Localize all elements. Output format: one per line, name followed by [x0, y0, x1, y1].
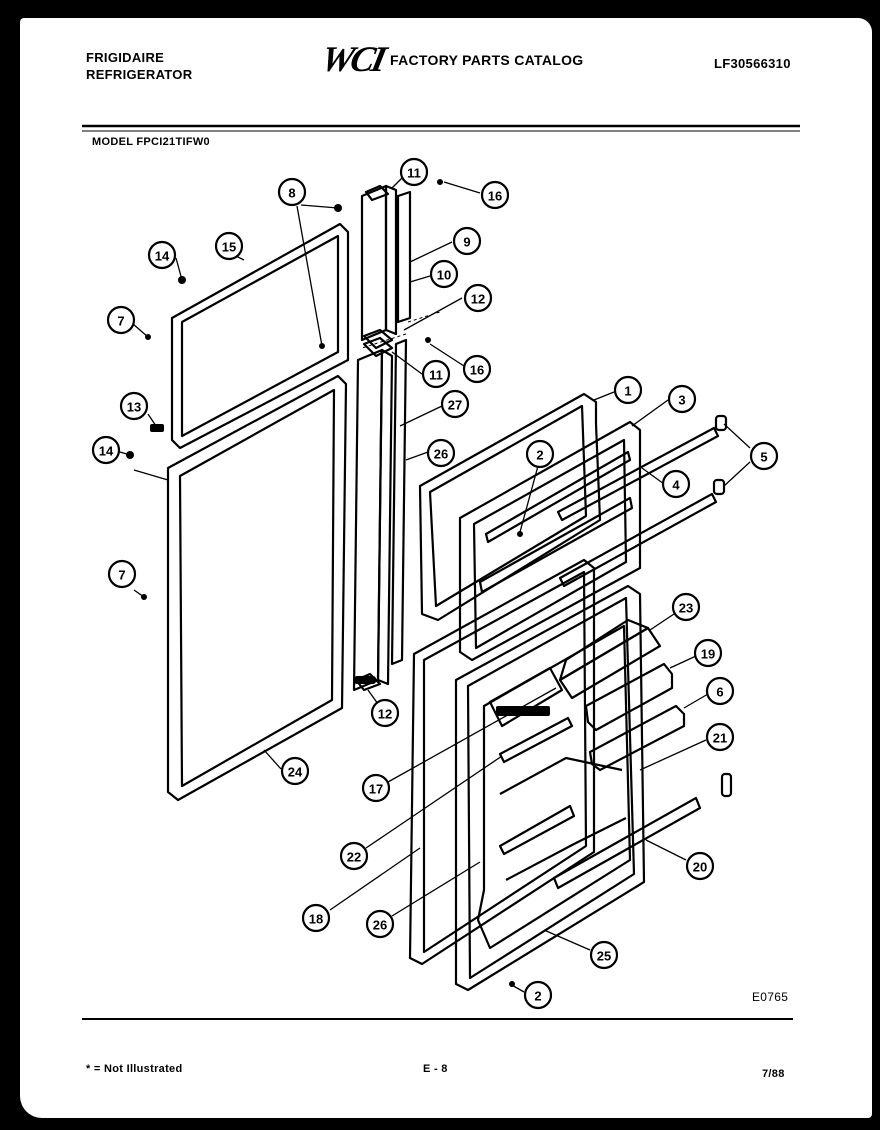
dashed-leaders — [361, 311, 441, 349]
butter-compartment — [488, 666, 564, 728]
fresh-food-door-frame — [408, 558, 596, 966]
liner-shelf-ridge — [499, 756, 627, 881]
callout-circle — [147, 240, 177, 270]
part-number-label: 21 — [713, 731, 727, 746]
callout-circle — [280, 756, 310, 786]
part-number-label: 26 — [373, 918, 387, 933]
part-number-label: 2 — [534, 989, 541, 1004]
part-number-label: 24 — [288, 765, 303, 780]
catalog-sheet — [20, 18, 872, 1118]
part-number-label: 7 — [117, 314, 124, 329]
part-number-label: 12 — [378, 707, 392, 722]
part-number-label: 2 — [536, 448, 543, 463]
callout-circle — [671, 592, 701, 622]
callout-circle — [685, 851, 715, 881]
brand-name: FRIGIDAIRE — [86, 50, 165, 65]
callout-circle — [462, 354, 492, 384]
part-number-label: 18 — [309, 912, 323, 927]
leader-lines — [119, 175, 751, 993]
callout-circle — [91, 435, 121, 465]
callout-circle — [119, 391, 149, 421]
part-number-label: 1 — [624, 384, 631, 399]
callout-circle — [452, 226, 482, 256]
model-number: MODEL FPCI21TIFW0 — [92, 136, 210, 148]
callout-circle — [429, 259, 459, 289]
diagram-code: E0765 — [752, 990, 789, 1004]
part-number-label: 20 — [693, 860, 707, 875]
callout-circle — [705, 676, 735, 706]
freezer-door-liner — [458, 420, 642, 662]
callout-circle — [480, 180, 510, 210]
part-number-label: 4 — [672, 478, 680, 493]
part-number-label: 22 — [347, 850, 361, 865]
part-number-label: 27 — [448, 398, 462, 413]
catalog-title: FACTORY PARTS CATALOG — [390, 52, 584, 68]
callout-circle — [525, 439, 555, 469]
part-number-label: 23 — [679, 601, 693, 616]
part-number-label: 14 — [155, 249, 170, 264]
callout-circle — [214, 231, 244, 261]
document-number: LF30566310 — [714, 56, 791, 71]
product-type: REFRIGERATOR — [86, 67, 193, 82]
revision-date: 7/88 — [762, 1068, 785, 1080]
callout-circle — [421, 359, 451, 389]
callout-circle — [107, 559, 137, 589]
callout-circle — [426, 438, 456, 468]
part-number-label: 13 — [127, 400, 141, 415]
part-number-label: 10 — [437, 268, 451, 283]
part-number-label: 5 — [760, 450, 767, 465]
callout-circle — [301, 903, 331, 933]
shelf-clip — [712, 414, 733, 798]
part-number-label: 7 — [118, 568, 125, 583]
callout-circle — [667, 384, 697, 414]
dairy-compartment-door — [558, 618, 662, 700]
hinge-channel — [352, 184, 412, 692]
fresh-food-door-gasket — [166, 374, 348, 802]
part-number-label: 12 — [471, 292, 485, 307]
footnote: * = Not Illustrated — [86, 1063, 183, 1075]
callout-circle — [339, 841, 369, 871]
part-number-label: 16 — [488, 189, 502, 204]
part-number-label: 17 — [369, 782, 383, 797]
callout-circle — [370, 698, 400, 728]
freezer-door-gasket — [170, 222, 350, 450]
door-shelf — [498, 716, 702, 890]
part-number-label: 6 — [716, 685, 723, 700]
part-number-label: 14 — [99, 444, 114, 459]
page-number: E - 8 — [423, 1063, 448, 1075]
callout-circle — [365, 909, 395, 939]
callout-circle — [440, 389, 470, 419]
part-number-label: 16 — [470, 363, 484, 378]
callout-circle — [661, 469, 691, 499]
callout-circle — [693, 638, 723, 668]
part-number-label: 26 — [434, 447, 448, 462]
part-number-label: 11 — [429, 368, 443, 383]
callout-circle — [749, 441, 779, 471]
freezer-inner-door-panel — [418, 392, 602, 622]
callout-circle — [399, 157, 429, 187]
callout-circle — [277, 177, 307, 207]
part-number-label: 25 — [597, 949, 611, 964]
callout-circle — [463, 283, 493, 313]
part-number-label: 15 — [222, 240, 236, 255]
fresh-food-door-liner — [454, 584, 646, 992]
part-number-label: 8 — [288, 186, 295, 201]
callout-circle — [705, 722, 735, 752]
part-number-label: 9 — [463, 235, 470, 250]
callout-circle — [613, 375, 643, 405]
callout-circle — [106, 305, 136, 335]
part-number-label: 3 — [678, 393, 685, 408]
part-number-label: 19 — [701, 647, 715, 662]
callout-circle — [589, 940, 619, 970]
part-number-label: 11 — [407, 166, 421, 181]
callout-circle — [361, 773, 391, 803]
callout-circle — [523, 980, 553, 1010]
